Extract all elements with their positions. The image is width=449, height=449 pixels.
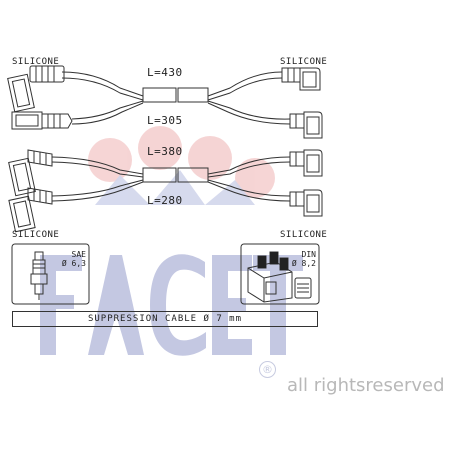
silicone-label-bottom-right: SILICONE bbox=[280, 230, 328, 240]
cable-4 bbox=[51, 179, 291, 202]
silicone-label-top-left: SILICONE bbox=[12, 57, 60, 67]
left-connector-1 bbox=[7, 65, 65, 113]
sae-spec: SAE Ø 6,3 bbox=[60, 250, 86, 268]
sae-diameter: Ø 6,3 bbox=[61, 259, 86, 268]
silicone-label-top-right: SILICONE bbox=[280, 57, 328, 67]
cable-3 bbox=[51, 156, 291, 183]
right-connector-4 bbox=[289, 189, 323, 217]
right-connector-3 bbox=[289, 149, 323, 177]
cable-1-length: L=430 bbox=[147, 66, 183, 79]
registered-mark: ® bbox=[259, 361, 276, 378]
cable-2-length: L=305 bbox=[147, 114, 183, 127]
din-spec: DIN Ø 8,2 bbox=[286, 250, 316, 268]
rights-reserved-text: all rightsreserved bbox=[287, 375, 445, 396]
right-connector-1 bbox=[281, 67, 321, 91]
left-connector-3 bbox=[8, 149, 53, 197]
cable-4-length: L=280 bbox=[147, 194, 183, 207]
left-connector-2 bbox=[11, 111, 73, 130]
din-diameter: Ø 8,2 bbox=[291, 259, 316, 268]
sae-label: SAE bbox=[71, 250, 86, 259]
left-connector-4 bbox=[8, 187, 53, 233]
facet-logo-letters bbox=[40, 254, 303, 356]
right-connector-2 bbox=[289, 111, 323, 139]
cable-3-length: L=380 bbox=[147, 145, 183, 158]
spark-plug-box bbox=[11, 243, 90, 305]
silicone-label-bottom-left: SILICONE bbox=[12, 230, 60, 240]
din-label: DIN bbox=[301, 250, 316, 259]
suppression-cable-label: SUPPRESSION CABLE Ø 7 mm bbox=[12, 311, 318, 327]
cable-1 bbox=[61, 71, 283, 103]
cable-2 bbox=[71, 100, 291, 125]
